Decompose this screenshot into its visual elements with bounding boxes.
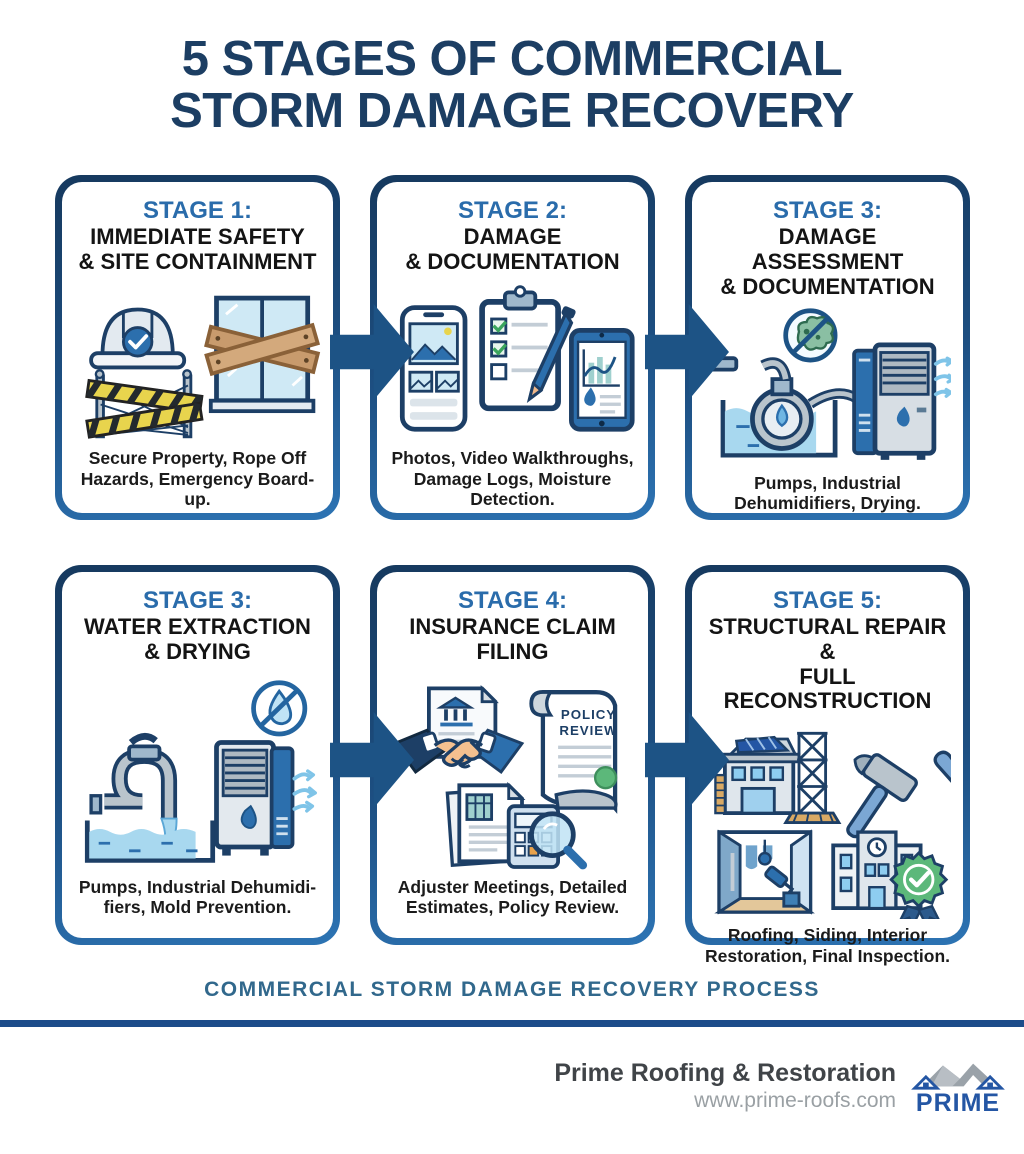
- checklist-clipboard-icon: [479, 284, 561, 411]
- footer-divider: [0, 1020, 1024, 1027]
- dehumidifier-icon: [852, 342, 937, 461]
- stage-card-2-body: STAGE 2: DAMAGE & DOCUMENTATION: [377, 182, 648, 513]
- stage-5-title: INSURANCE CLAIM FILING: [409, 614, 616, 665]
- hard-hat-icon: [89, 307, 187, 369]
- airflow-icon: [933, 356, 951, 399]
- stage-card-6-body: STAGE 5: STRUCTURAL REPAIR & FULL RECONS…: [692, 572, 963, 966]
- stage-4-title: WATER EXTRACTION & DRYING: [84, 614, 311, 665]
- stage-card-3: STAGE 3: DAMAGE ASSESSMENT & DOCUMENTATI…: [685, 175, 970, 520]
- stage-4-caption: Pumps, Industrial Dehumidi- fiers, Mold …: [78, 876, 317, 918]
- prime-roof-icon: [911, 1063, 1005, 1090]
- airflow-icon: [292, 769, 317, 813]
- no-water-drop-icon: [251, 679, 308, 737]
- policy-review-scroll-icon: POLICY REVIEW: [529, 689, 618, 814]
- stage-1-label: STAGE 1:: [143, 197, 252, 224]
- stage-card-3-body: STAGE 3: DAMAGE ASSESSMENT & DOCUMENTATI…: [692, 182, 963, 513]
- no-mold-icon: [783, 308, 838, 363]
- inspection-approved-badge-icon: [831, 830, 949, 920]
- stage-3-caption: Pumps, Industrial Dehumidifiers, Drying.: [734, 472, 921, 514]
- extraction-pump-icon: [84, 732, 216, 863]
- stage-6-caption: Roofing, Siding, Interior Restoration, F…: [704, 925, 951, 967]
- tablet-chart-icon: [569, 327, 635, 432]
- stage-card-6: STAGE 5: STRUCTURAL REPAIR & FULL RECONS…: [685, 565, 970, 966]
- process-tagline: COMMERCIAL STORM DAMAGE RECOVERY PROCESS: [204, 978, 820, 1001]
- stage-5-caption: Adjuster Meetings, Detailed Estimates, P…: [397, 876, 628, 918]
- prime-logo-text: PRIME: [915, 1089, 1001, 1117]
- website-url: www.prime-roofs.com: [694, 1089, 896, 1113]
- stage-card-1-body: STAGE 1: IMMEDIATE SAFETY & SITE CONTAIN…: [62, 182, 333, 513]
- barricade-icon: [85, 368, 204, 439]
- magnifier-icon: [529, 811, 588, 870]
- documentation-illustration: [399, 284, 635, 432]
- stage-5-label: STAGE 4:: [458, 587, 567, 614]
- stage-2-label: STAGE 2:: [458, 197, 567, 224]
- handshake-document-icon: [392, 684, 525, 774]
- pump-dehumidifier-illustration: [704, 308, 951, 461]
- reconstruction-illustration: [714, 731, 951, 920]
- safety-containment-illustration: [85, 295, 321, 439]
- dehumidifier-icon: [214, 739, 295, 856]
- building-scaffold-icon: [714, 731, 842, 824]
- stage-card-2: STAGE 2: DAMAGE & DOCUMENTATION: [370, 175, 655, 520]
- stage-card-5-body: STAGE 4: INSURANCE CLAIM FILING: [377, 572, 648, 938]
- stage-6-icons: [702, 714, 953, 926]
- stage-1-caption: Secure Property, Rope Off Hazards, Emerg…: [80, 448, 315, 510]
- stage-4-label: STAGE 3:: [143, 587, 252, 614]
- stage-2-caption: Photos, Video Walkthroughs, Damage Logs,…: [391, 448, 634, 510]
- pen-icon: [526, 305, 576, 403]
- footer-text: Prime Roofing & Restoration www.prime-ro…: [554, 1059, 896, 1113]
- stage-3-label: STAGE 3:: [773, 197, 882, 224]
- stage-card-5: STAGE 4: INSURANCE CLAIM FILING: [370, 565, 655, 945]
- stage-6-label: STAGE 5:: [773, 587, 882, 614]
- smartphone-photos-icon: [399, 304, 468, 432]
- stage-card-4: STAGE 3: WATER EXTRACTION & DRYING: [55, 565, 340, 945]
- stage-3-title: DAMAGE ASSESSMENT & DOCUMENTATION: [720, 224, 935, 299]
- prime-logo: PRIME: [910, 1058, 1006, 1115]
- stage-1-icons: [72, 275, 323, 449]
- page-title-line1: 5 STAGES OF COMMERCIAL: [181, 32, 843, 86]
- water-extraction-illustration: [84, 679, 317, 863]
- stage-6-title: STRUCTURAL REPAIR & FULL RECONSTRUCTION: [708, 614, 947, 714]
- boarded-window-icon: [204, 295, 321, 413]
- stage-1-title: IMMEDIATE SAFETY & SITE CONTAINMENT: [78, 224, 317, 275]
- company-name: Prime Roofing & Restoration: [554, 1059, 896, 1088]
- hammer-wrench-icon: [846, 750, 951, 839]
- policy-review-text-line2: REVIEW: [559, 723, 617, 738]
- stage-2-title: DAMAGE & DOCUMENTATION: [405, 224, 620, 275]
- insurance-claim-illustration: POLICY REVIEW: [392, 684, 618, 870]
- interior-painting-icon: [714, 829, 815, 915]
- footer: Prime Roofing & Restoration www.prime-ro…: [554, 1058, 1006, 1115]
- stage-5-icons: POLICY REVIEW: [387, 665, 638, 877]
- stage-3-icons: [702, 299, 953, 473]
- stage-2-icons: [387, 275, 638, 449]
- policy-review-text-line1: POLICY: [561, 706, 616, 721]
- stage-card-4-body: STAGE 3: WATER EXTRACTION & DRYING: [62, 572, 333, 938]
- stage-card-1: STAGE 1: IMMEDIATE SAFETY & SITE CONTAIN…: [55, 175, 340, 520]
- water-pump-icon: [704, 356, 859, 458]
- stage-4-icons: [72, 665, 323, 877]
- page-title-line2: STORM DAMAGE RECOVERY: [170, 83, 854, 138]
